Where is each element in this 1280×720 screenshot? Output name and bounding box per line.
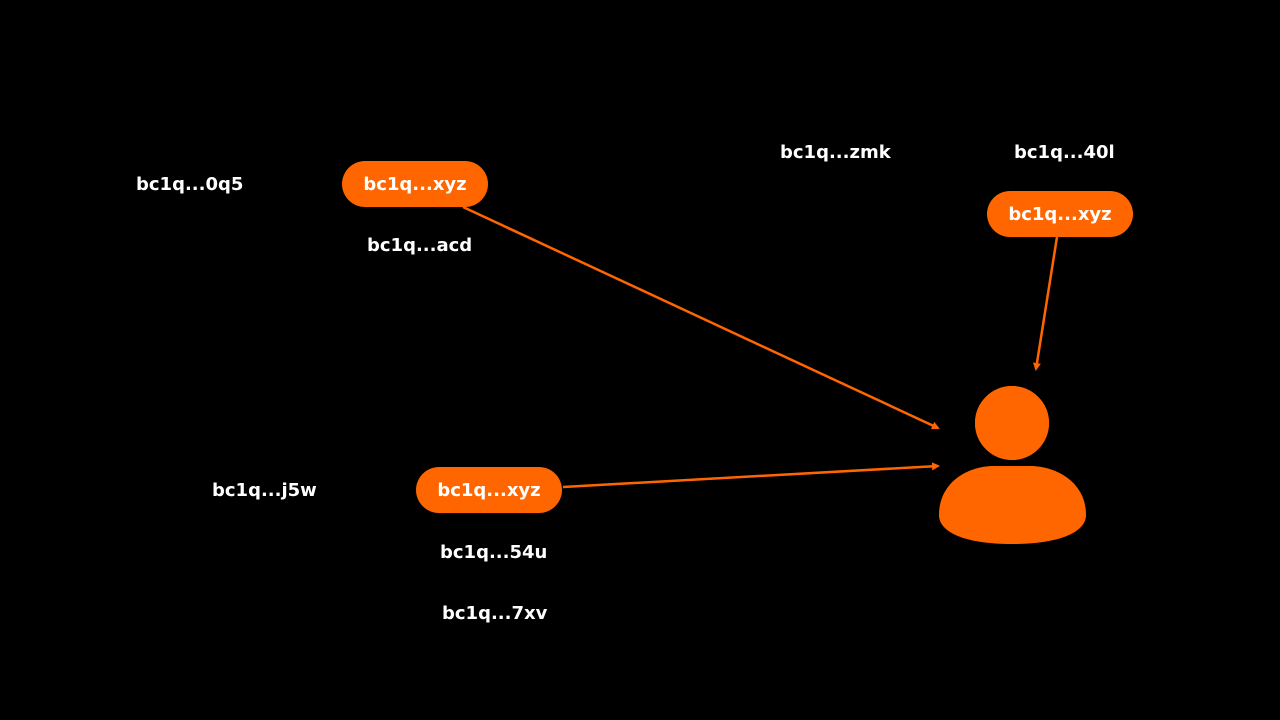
arrow-bottom-to-user — [562, 462, 940, 489]
address-label-7xv: bc1q...7xv — [442, 603, 548, 624]
arrow-right-to-user — [1032, 236, 1059, 371]
address-label-acd: bc1q...acd — [367, 235, 473, 256]
arrow-left-to-user — [462, 205, 940, 430]
address-label-54u: bc1q...54u — [440, 542, 548, 563]
highlighted-address-bottom: bc1q...xyz — [416, 467, 562, 513]
highlighted-address-right: bc1q...xyz — [987, 191, 1133, 237]
highlighted-address-left: bc1q...xyz — [342, 161, 488, 207]
address-label-40l: bc1q...40l — [1014, 142, 1115, 163]
address-label-zmk: bc1q...zmk — [780, 142, 891, 163]
user-icon — [939, 380, 1086, 544]
address-label-j5w: bc1q...j5w — [212, 480, 317, 501]
address-label-0q5: bc1q...0q5 — [136, 174, 244, 195]
